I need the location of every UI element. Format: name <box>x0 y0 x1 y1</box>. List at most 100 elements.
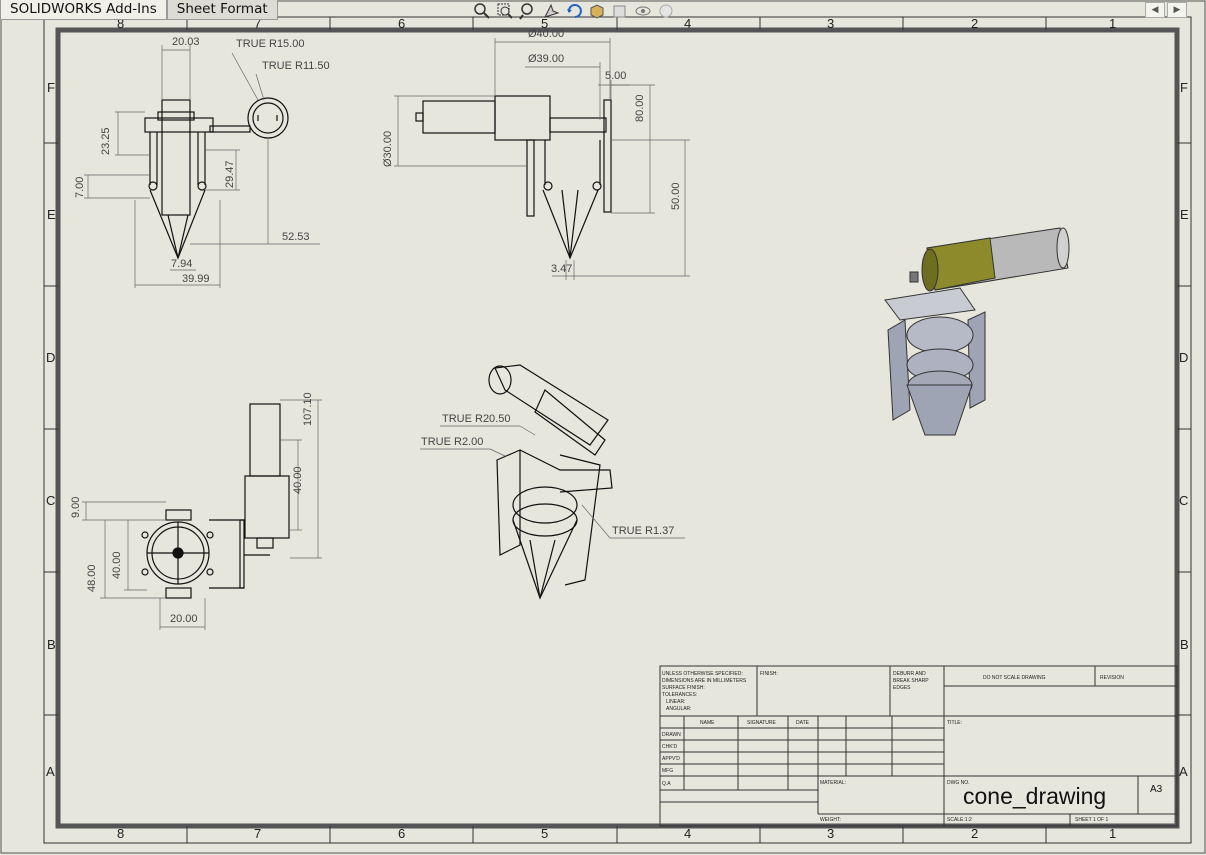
dimension-side-dia-30[interactable]: Ø30.00 <box>382 130 394 167</box>
dimension-front-height-2[interactable]: 29.47 <box>224 160 236 188</box>
zone-col-5-top: 5 <box>541 16 549 31</box>
zone-col-6-bottom: 6 <box>398 826 406 841</box>
sheet-scroll-controls: ◀ ▶ <box>1145 2 1189 18</box>
tolerance-note-4: TOLERANCES: <box>662 692 698 698</box>
material-label: MATERIAL: <box>820 780 847 786</box>
pan-icon[interactable] <box>541 1 561 21</box>
scroll-left-icon[interactable]: ◀ <box>1145 2 1165 18</box>
title-block-lines <box>659 665 1178 827</box>
zone-row-f-left: F <box>47 80 55 95</box>
column-date: DATE <box>796 720 809 726</box>
isometric-view <box>488 364 613 600</box>
hide-show-icon[interactable] <box>633 1 653 21</box>
row-drawn: DRAWN <box>662 732 681 738</box>
zone-col-8-bottom: 8 <box>117 826 125 841</box>
zone-col-3-top: 3 <box>827 16 835 31</box>
drawing-name[interactable]: cone_drawing <box>963 783 1107 809</box>
column-name: NAME <box>700 720 715 726</box>
dimension-top-9[interactable]: 9.00 <box>70 496 82 518</box>
dimension-top-20[interactable]: 20.00 <box>170 613 198 625</box>
note-iso-radius-2[interactable]: TRUE R2.00 <box>421 436 484 448</box>
deburr-note-1: DEBURR AND <box>893 671 926 677</box>
zone-col-1-bottom: 1 <box>1109 826 1117 841</box>
dimension-front-reach[interactable]: 52.53 <box>282 231 310 243</box>
zone-col-2-bottom: 2 <box>971 826 979 841</box>
sheet-number-label: SHEET 1 OF 1 <box>1075 817 1109 823</box>
dimension-front-base[interactable]: 39.99 <box>182 273 210 285</box>
zone-col-7-bottom: 7 <box>254 826 262 841</box>
zone-col-6-top: 6 <box>398 16 406 31</box>
zone-col-8-top: 8 <box>117 16 125 31</box>
revision-label: REVISION <box>1100 675 1124 681</box>
zone-row-f-right: F <box>1180 80 1188 95</box>
dimension-side-5[interactable]: 5.00 <box>605 70 627 82</box>
dimension-front-width[interactable]: 20.03 <box>172 36 200 48</box>
zone-row-a-right: A <box>1179 764 1188 779</box>
display-style-icon[interactable] <box>610 1 630 21</box>
dimension-side-80[interactable]: 80.00 <box>634 94 646 122</box>
zoom-in-out-icon[interactable] <box>518 1 538 21</box>
top-view-dims <box>82 399 322 630</box>
deburr-note-2: BREAK SHARP <box>893 678 929 684</box>
zone-col-4-bottom: 4 <box>684 826 692 841</box>
dimension-front-height-1[interactable]: 23.25 <box>100 127 112 155</box>
zone-row-c-right: C <box>1179 493 1189 508</box>
note-front-radius-outer[interactable]: TRUE R15.00 <box>236 38 305 50</box>
dimension-side-dia-39[interactable]: Ø39.00 <box>528 53 565 65</box>
note-iso-radius-1-37[interactable]: TRUE R1.37 <box>612 525 675 537</box>
isometric-view-leaders <box>420 425 685 539</box>
shaded-isometric-view <box>884 227 1070 436</box>
dimension-top-40-cone[interactable]: 40.00 <box>111 551 123 579</box>
dwg-no-label: DWG NO. <box>947 780 970 786</box>
dimension-side-50[interactable]: 50.00 <box>670 182 682 210</box>
weight-label: WEIGHT: <box>820 817 841 823</box>
row-mfg: MFG <box>662 768 674 774</box>
column-signature: SIGNATURE <box>747 720 776 726</box>
zone-row-c-left: C <box>46 493 56 508</box>
zone-col-1-top: 1 <box>1109 16 1117 31</box>
zone-row-b-right: B <box>1180 637 1189 652</box>
tolerance-note-3: SURFACE FINISH: <box>662 685 705 691</box>
dimension-front-tip[interactable]: 7.94 <box>171 258 193 270</box>
dimension-top-40-motor[interactable]: 40.00 <box>292 466 304 494</box>
tolerance-note-2: DIMENSIONS ARE IN MILLIMETERS <box>662 678 747 684</box>
tab-sheet-format[interactable]: Sheet Format <box>166 0 278 20</box>
zone-col-3-bottom: 3 <box>827 826 835 841</box>
row-checked: CHK'D <box>662 744 678 750</box>
rotate-icon[interactable] <box>564 1 584 21</box>
zone-row-a-left: A <box>46 764 55 779</box>
note-front-radius-inner[interactable]: TRUE R11.50 <box>262 60 330 72</box>
row-qa: Q.A <box>662 781 671 787</box>
zone-col-7-top: 7 <box>254 16 262 31</box>
scroll-right-icon[interactable]: ▶ <box>1167 2 1187 18</box>
note-iso-radius-20-5[interactable]: TRUE R20.50 <box>442 413 511 425</box>
appearance-icon[interactable] <box>656 1 676 21</box>
zoom-to-fit-icon[interactable] <box>472 1 492 21</box>
tolerance-note-1: UNLESS OTHERWISE SPECIFIED: <box>662 671 743 677</box>
dimension-side-tip[interactable]: 3.47 <box>551 263 573 275</box>
front-view <box>144 97 289 260</box>
scale-label: SCALE:1:2 <box>947 817 972 823</box>
dimension-side-dia-40[interactable]: Ø40.00 <box>528 28 565 40</box>
sheet-size: A3 <box>1150 784 1163 795</box>
dimension-top-48[interactable]: 48.00 <box>86 564 98 592</box>
dimension-top-107[interactable]: 107.10 <box>302 392 314 426</box>
zoom-to-area-icon[interactable] <box>495 1 515 21</box>
dimension-front-offset[interactable]: 7.00 <box>74 176 86 198</box>
top-view <box>141 403 290 599</box>
zone-col-2-top: 2 <box>971 16 979 31</box>
finish-label: FINISH: <box>760 671 778 677</box>
front-view-dims <box>84 45 320 288</box>
zone-col-4-top: 4 <box>684 16 692 31</box>
tolerance-note-5: LINEAR: <box>666 699 686 705</box>
heads-up-view-toolbar <box>472 0 676 22</box>
tab-solidworks-add-ins[interactable]: SOLIDWORKS Add-Ins <box>0 0 167 20</box>
zone-row-e-left: E <box>47 207 56 222</box>
deburr-note-3: EDGES <box>893 685 911 691</box>
zone-row-e-right: E <box>1180 207 1189 222</box>
command-tabs: SOLIDWORKS Add-Ins Sheet Format <box>0 0 278 21</box>
view-orientation-icon[interactable] <box>587 1 607 21</box>
title-label: TITLE: <box>947 720 963 726</box>
